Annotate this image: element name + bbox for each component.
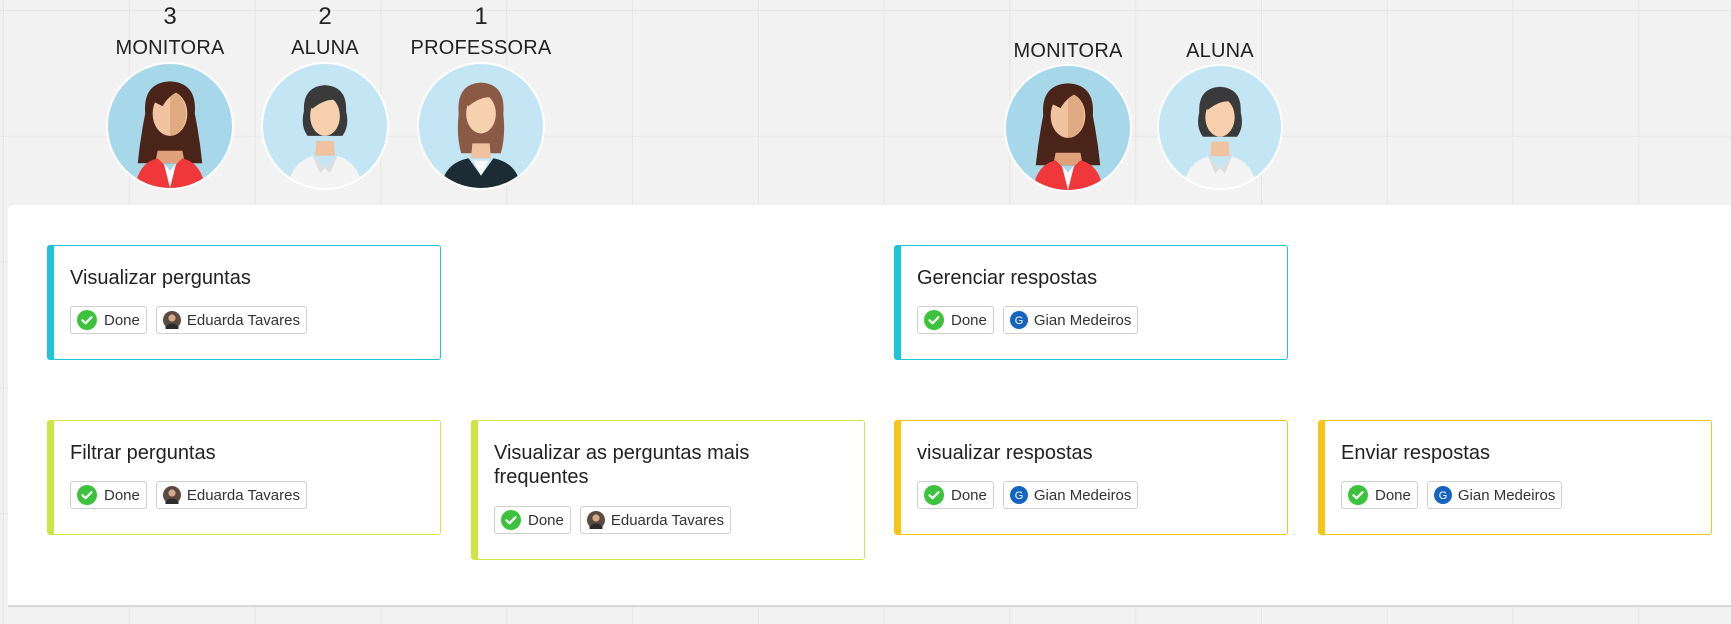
card-tags: Done Eduarda Tavares [494, 506, 731, 534]
assignee-initial: G [1015, 315, 1024, 327]
card-tags: Done Eduarda Tavares [70, 306, 307, 334]
status-label: Done [951, 311, 987, 329]
status-tag[interactable]: Done [917, 481, 994, 509]
assignee-tag[interactable]: Eduarda Tavares [155, 481, 307, 509]
card-title: Visualizar as perguntas mais frequentes [494, 442, 750, 488]
assignee-initial: G [1015, 490, 1024, 502]
card-gerenciar-respostas[interactable]: Gerenciar respostas Done G Gian Medeiros [894, 245, 1288, 360]
persona-role: PROFESSORA [410, 37, 552, 59]
persona-number: 1 [474, 3, 488, 30]
status-tag[interactable]: Done [70, 306, 147, 334]
card-tags: Done Eduarda Tavares [70, 481, 307, 509]
status-label: Done [104, 311, 140, 329]
check-circle-icon [77, 485, 97, 505]
card-title: Enviar respostas [1341, 442, 1490, 464]
persona-aluna: ALUNA [1157, 0, 1283, 195]
status-label: Done [104, 486, 140, 504]
persona-role: MONITORA [115, 37, 225, 59]
woman-red-jacket-avatar-icon[interactable] [1004, 64, 1132, 192]
assignee-name: Eduarda Tavares [186, 311, 300, 329]
user-initial-avatar: G [1433, 486, 1452, 504]
card-tags: Done G Gian Medeiros [917, 481, 1139, 509]
status-tag[interactable]: Done [1341, 481, 1418, 509]
card-title: Gerenciar respostas [917, 267, 1098, 289]
assignee-tag[interactable]: Eduarda Tavares [155, 306, 307, 334]
card-filtrar-perguntas[interactable]: Filtrar perguntas Done Eduarda Tavares [47, 420, 441, 535]
persona-professora-1: 1 PROFESSORA [411, 0, 551, 195]
user-initial-avatar: G [1009, 311, 1028, 329]
check-circle-icon [924, 310, 944, 330]
card-tags: Done G Gian Medeiros [917, 306, 1139, 334]
assignee-name: Gian Medeiros [1033, 486, 1132, 504]
assignee-name: Gian Medeiros [1033, 311, 1132, 329]
status-label: Done [951, 486, 987, 504]
persona-monitora-3: 3 MONITORA [106, 0, 234, 195]
woman-black-suit-avatar-icon[interactable] [417, 62, 545, 190]
status-label: Done [528, 511, 564, 529]
persona-aluna-2: 2 ALUNA [261, 0, 389, 195]
check-circle-icon [1348, 485, 1368, 505]
persona-role: ALUNA [1186, 40, 1254, 62]
status-label: Done [1375, 486, 1411, 504]
check-circle-icon [501, 510, 521, 530]
card-enviar-respostas[interactable]: Enviar respostas Done G Gian Medeiros [1318, 420, 1712, 535]
user-initial-avatar: G [1009, 486, 1028, 504]
user-photo-avatar [586, 511, 605, 529]
persona-number: 2 [318, 3, 332, 30]
check-circle-icon [924, 485, 944, 505]
user-photo-avatar [162, 486, 181, 504]
persona-role: ALUNA [291, 37, 359, 59]
status-tag[interactable]: Done [917, 306, 994, 334]
assignee-tag[interactable]: G Gian Medeiros [1426, 481, 1563, 509]
card-visualizar-perguntas[interactable]: Visualizar perguntas Done Eduarda Tavare… [47, 245, 441, 360]
card-visualizar-respostas[interactable]: visualizar respostas Done G Gian Medeiro… [894, 420, 1288, 535]
persona-role: MONITORA [1013, 40, 1123, 62]
persona-number: 3 [163, 3, 177, 30]
assignee-name: Eduarda Tavares [610, 511, 724, 529]
persona-monitora: MONITORA [1004, 0, 1132, 195]
assignee-tag[interactable]: G Gian Medeiros [1002, 481, 1139, 509]
check-circle-icon [77, 310, 97, 330]
card-tags: Done G Gian Medeiros [1341, 481, 1563, 509]
assignee-name: Eduarda Tavares [186, 486, 300, 504]
assignee-name: Gian Medeiros [1457, 486, 1556, 504]
card-title: visualizar respostas [917, 442, 1093, 464]
woman-white-shirt-avatar-icon[interactable] [1157, 64, 1283, 190]
assignee-initial: G [1439, 490, 1448, 502]
woman-white-shirt-avatar-icon[interactable] [261, 62, 389, 190]
assignee-tag[interactable]: G Gian Medeiros [1002, 306, 1139, 334]
user-photo-avatar [162, 311, 181, 329]
card-title: Filtrar perguntas [70, 442, 216, 464]
status-tag[interactable]: Done [70, 481, 147, 509]
assignee-tag[interactable]: Eduarda Tavares [579, 506, 731, 534]
status-tag[interactable]: Done [494, 506, 571, 534]
woman-red-jacket-avatar-icon[interactable] [106, 62, 234, 190]
card-visualizar-perguntas-frequentes[interactable]: Visualizar as perguntas mais frequentes … [471, 420, 865, 560]
card-title: Visualizar perguntas [70, 267, 251, 289]
